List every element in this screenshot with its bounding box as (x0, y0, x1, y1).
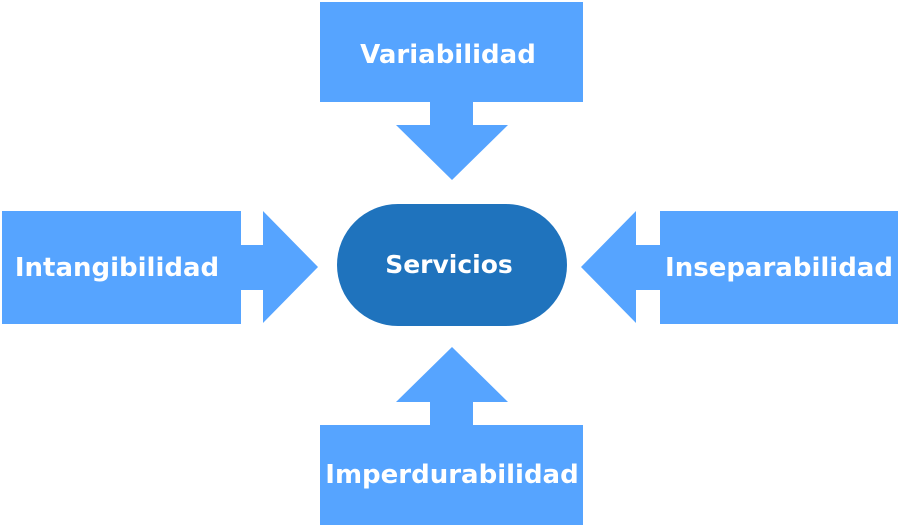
center-node: Servicios (337, 204, 567, 326)
center-pill (337, 204, 567, 326)
bottom-label: Imperdurabilidad (325, 460, 578, 490)
left-arrowhead (241, 211, 318, 323)
top-box (320, 2, 583, 102)
top-arrowhead (396, 102, 508, 180)
right-arrowhead (581, 211, 660, 323)
bottom-box (320, 425, 583, 525)
left-box (2, 211, 241, 324)
right-box (660, 211, 898, 324)
bottom-arrow: Imperdurabilidad (320, 347, 583, 525)
top-arrow: Variabilidad (320, 2, 583, 180)
right-arrow: Inseparabilidad (581, 211, 898, 324)
center-label: Servicios (385, 250, 513, 279)
right-label: Inseparabilidad (665, 253, 893, 283)
bottom-arrowhead (396, 347, 508, 425)
left-arrow: Intangibilidad (2, 211, 318, 324)
left-label: Intangibilidad (15, 253, 219, 283)
top-label: Variabilidad (360, 40, 536, 70)
